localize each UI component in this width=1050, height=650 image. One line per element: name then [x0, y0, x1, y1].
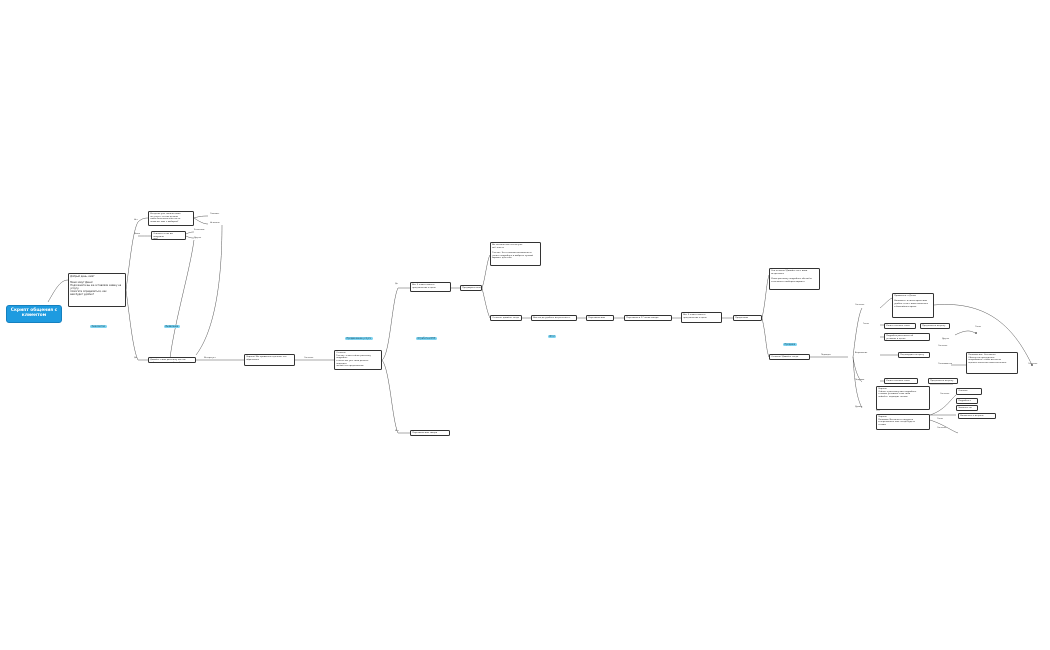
node-greeting[interactable]: Добрый день, имя? Меня зовут Денис Подск… — [68, 273, 126, 307]
link-e-split2 — [381, 359, 399, 434]
node-sale-think[interactable]: Хорошо Понимаю. Вы можете подумать и пер… — [876, 414, 930, 430]
link-e-split — [381, 287, 399, 361]
link-root-greet — [47, 279, 69, 303]
link-sale-r12 — [929, 419, 959, 434]
link-loop-2 — [195, 224, 223, 356]
edge-label: Да — [395, 283, 398, 285]
link-sale-r10 — [929, 394, 957, 416]
node-sale-remind[interactable]: Напомнить о встрече — [958, 413, 996, 419]
node-great-2[interactable]: Отлично! Давайте тогда — [769, 354, 810, 360]
node-later[interactable]: Перезвоню вам завтра — [410, 430, 450, 436]
node-meeting-offer[interactable]: Это отлично! Давайте мы с вами встретимс… — [769, 268, 820, 290]
edge-label: Другое — [194, 237, 202, 239]
link-g-h — [481, 254, 491, 289]
edge-label: Думает — [855, 406, 863, 408]
edge-label: Да — [134, 357, 137, 359]
node-detail[interactable]: Хорошо! Вы правильно сделали, что обрати… — [244, 354, 295, 366]
node-sale-price[interactable]: Узнать сколько стоит — [884, 323, 916, 329]
node-sale-details[interactable]: Подробно рассказать об условиях и ценах — [884, 333, 930, 341]
loop-anchor-2 — [975, 332, 977, 334]
link-sale-r1 — [879, 297, 893, 309]
node-explain[interactable]: Давайте я вам расскажу как мы работаем, … — [148, 357, 196, 363]
link-n-split2 — [761, 317, 770, 358]
link-sale-split3 — [852, 356, 863, 409]
node-known[interactable]: Вы сказали нам что вы уже всё знаете Так… — [490, 242, 541, 266]
node-source[interactable]: Скажите а как вы находили нас? — [151, 231, 186, 240]
tag-sale[interactable]: Продажа — [783, 343, 797, 346]
link-loop-1 — [169, 239, 195, 359]
edge-label: Согласен — [304, 357, 314, 359]
node-sale-conditions[interactable]: Хорошо Сейчас я расскажу вам подробнее о… — [876, 386, 930, 410]
edge-label: Отказ — [937, 418, 943, 420]
link-g-i — [481, 287, 491, 319]
edge-label: Согласен — [1028, 363, 1038, 365]
edge-label: Согласен — [938, 345, 948, 347]
node-callback[interactable]: Перезвоню вам завтра — [586, 315, 614, 321]
node-continue[interactable]: Продолжим — [733, 315, 762, 321]
node-sale-meet-2[interactable]: Предложить встречу — [928, 378, 958, 384]
edge-label: Уточнение — [194, 229, 205, 231]
link-greet-branch-low — [125, 289, 139, 361]
node-sale-product[interactable]: Подробно о продукте — [956, 398, 978, 404]
node-sale-book[interactable]: Записать на встречу — [956, 405, 978, 411]
edge-label: Согласен — [940, 393, 950, 395]
node-sale-meet[interactable]: Предложить встречу — [920, 323, 950, 329]
edge-label: Согласен — [937, 427, 947, 429]
link-a-right2 — [193, 217, 209, 225]
edge-label: Возражение — [855, 352, 868, 354]
edge-label: Нет — [134, 219, 138, 221]
link-right-arc2 — [954, 330, 976, 336]
node-sale-first[interactable]: Сначала — [956, 388, 982, 395]
edge-label: Не важно — [210, 222, 220, 224]
edge-label: Нет — [395, 430, 399, 432]
node-sale-understand[interactable]: Понимаю вас. Это важно Обычно мы предлаг… — [966, 352, 1018, 374]
node-preliminary[interactable]: Предварительно — [460, 285, 482, 291]
link-a-right — [193, 215, 209, 219]
node-plus[interactable]: Вот 3 плюса нашего предложения и цены — [410, 282, 451, 292]
edge-label: Готов — [863, 323, 869, 325]
link-b-right — [185, 231, 195, 235]
tag-result[interactable]: Итог — [548, 335, 557, 338]
node-search[interactable]: Когда вы уже начали поиск по услуге, это… — [148, 211, 194, 226]
link-greet-branch — [125, 221, 139, 291]
link-branch-a — [137, 217, 149, 223]
node-callback-17[interactable]: Перезвоню в 17 часов завтра — [624, 315, 672, 321]
link-sale-split2 — [852, 356, 863, 383]
node-sale-price-2[interactable]: Узнать сколько стоит — [884, 378, 918, 384]
tag-promotion[interactable]: Продвижение услуги — [345, 337, 373, 340]
tag-discovery[interactable]: Выявление — [164, 325, 180, 328]
link-sale-split1 — [852, 307, 863, 358]
link-n-split — [761, 274, 770, 319]
node-meet-time[interactable]: Вам когда удобнее встретиться с нами — [531, 315, 577, 321]
edge-label: Иначе — [134, 233, 141, 235]
node-offer[interactable]: Отлично Так вот, я вам сейчас расскажу п… — [334, 350, 382, 370]
edge-label: Подумаю — [855, 379, 865, 381]
node-plus-2[interactable]: Вот 3 плюса нашего предложения и цены — [681, 312, 722, 323]
edge-label: Отвечает — [210, 213, 220, 215]
node-sale-confirm[interactable]: Подтвердить встречу — [898, 352, 930, 358]
link-b-right2 — [185, 235, 195, 239]
node-great[interactable]: Отлично, давайте тогда — [490, 315, 522, 321]
edge-label: Отказ — [975, 326, 981, 328]
edge-label: Интересует — [204, 357, 216, 359]
edge-label: Другое — [942, 338, 950, 340]
edge-label: Отказывается — [938, 363, 953, 365]
edge-label: Подходит — [821, 354, 831, 356]
root-node[interactable]: Скрипт общения с клиентом — [6, 305, 62, 323]
link-right-arc — [933, 304, 1033, 366]
edge-label: Согласен — [855, 304, 865, 306]
node-sale-intro[interactable]: Правильно, я Денис Напишите, в какое вре… — [892, 293, 934, 318]
tag-objections[interactable]: Отработка БНЭ — [416, 337, 437, 340]
tag-acquaintance[interactable]: Знакомство — [90, 325, 107, 328]
loop-anchor — [1031, 364, 1033, 366]
